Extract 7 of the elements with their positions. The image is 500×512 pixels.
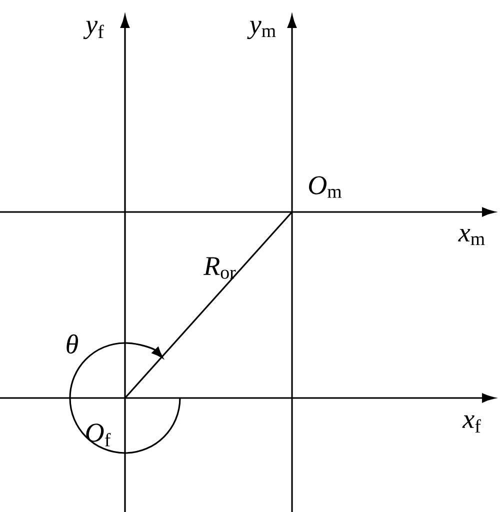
axis-label: y$_{f}$ (83, 20, 104, 40)
axis-label: R$_{or}$ (204, 257, 236, 279)
axis-label: y$_{m}$ (247, 20, 276, 40)
axis-label: x$_{f}$ (462, 415, 481, 433)
axis-label: x$_{m}$ (458, 228, 485, 246)
axis-label: θ (66, 334, 78, 354)
axis-label: O$_{m}$ (309, 176, 342, 198)
